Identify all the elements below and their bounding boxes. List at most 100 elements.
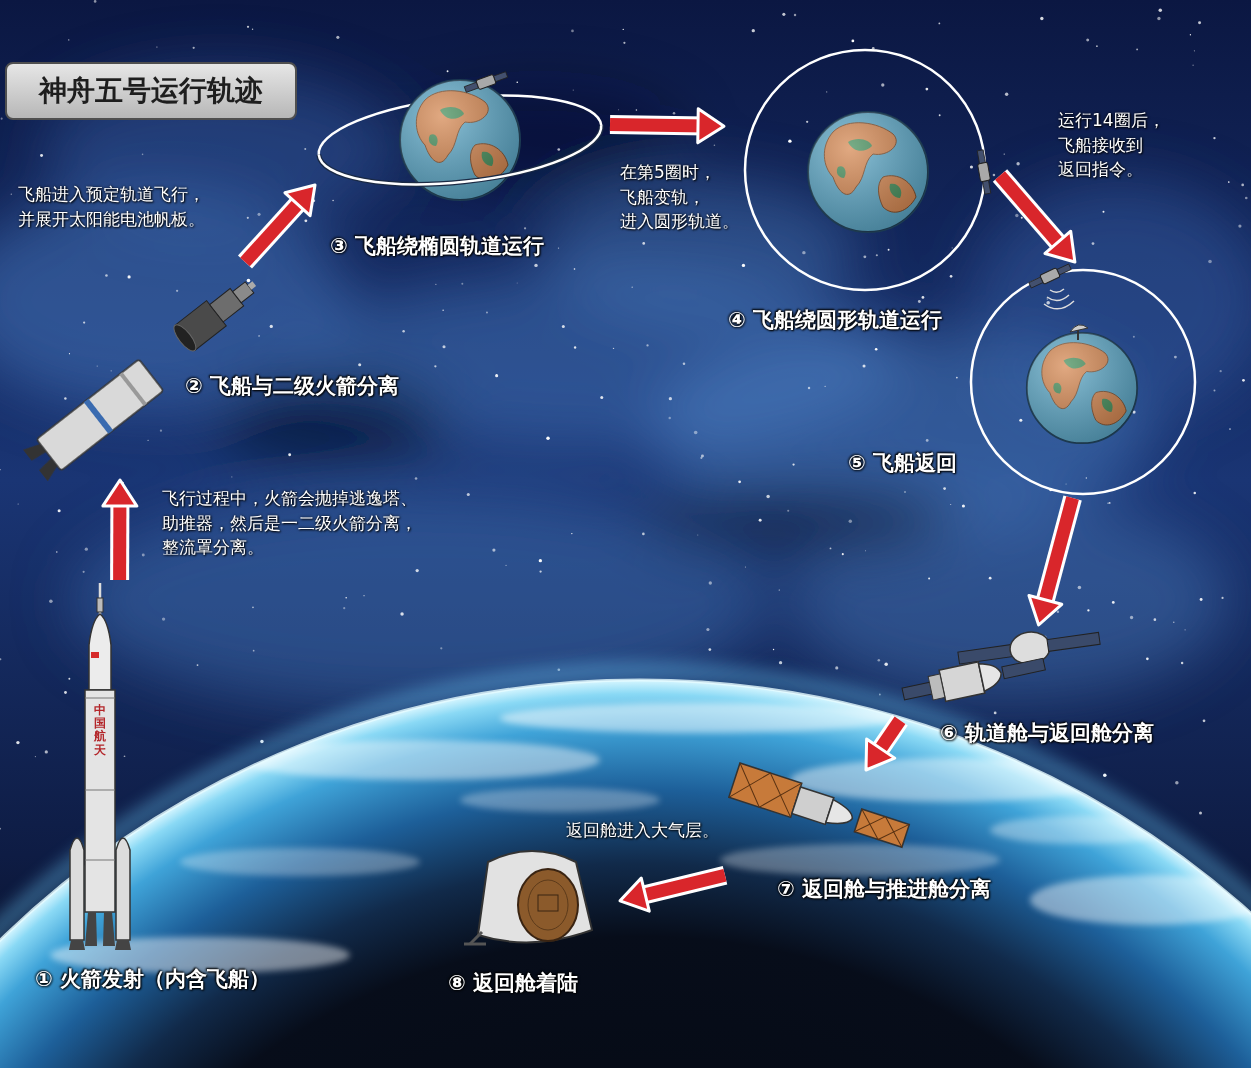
star [253, 650, 255, 652]
star [571, 533, 572, 534]
star [956, 377, 958, 379]
arrow-head [698, 109, 724, 143]
star [1221, 597, 1223, 599]
module-separation [939, 662, 985, 702]
star [1208, 260, 1212, 264]
star [1199, 811, 1202, 814]
star [83, 321, 85, 323]
star [11, 194, 12, 195]
earth-horizon [0, 671, 1251, 1068]
rocket-illustration [97, 598, 103, 612]
star [970, 165, 973, 168]
star [745, 566, 746, 567]
star [258, 213, 261, 216]
star [304, 148, 306, 150]
star [258, 335, 259, 336]
star [447, 70, 449, 72]
star [442, 345, 445, 348]
star [546, 437, 549, 440]
flow-arrow [866, 720, 900, 770]
star [782, 13, 785, 16]
return-orbit [1028, 262, 1072, 290]
return-capsule [464, 851, 592, 944]
star [792, 463, 794, 465]
star [124, 755, 126, 757]
star [1192, 65, 1193, 66]
star [0, 658, 1, 660]
star [1190, 34, 1191, 35]
star [56, 551, 58, 553]
star [1130, 616, 1133, 619]
stage-node: ⑧ 返回舱着陆 [440, 840, 620, 1000]
star [939, 114, 941, 116]
star [787, 510, 789, 512]
star [1194, 492, 1197, 495]
star [863, 255, 866, 258]
star [363, 595, 364, 596]
nebula [0, 70, 1251, 710]
star [1194, 50, 1195, 51]
star [806, 121, 808, 123]
star [247, 279, 251, 283]
star [517, 283, 518, 284]
star [1087, 609, 1089, 611]
arrow-shaft [1000, 176, 1063, 249]
star [709, 581, 712, 584]
star [35, 756, 36, 757]
star [943, 487, 946, 490]
star [495, 374, 498, 377]
star [69, 353, 70, 354]
star [1213, 389, 1215, 391]
star [1238, 224, 1241, 227]
star [1016, 162, 1019, 165]
star [632, 286, 633, 287]
circular-orbit [975, 149, 992, 194]
module-separation [928, 674, 945, 700]
star [888, 249, 890, 251]
star [557, 148, 560, 151]
star [467, 493, 470, 496]
earth-clouds [1030, 875, 1251, 925]
flow-note: 在第5圈时， 飞船变轨， 进入圆形轨道。 [620, 160, 741, 234]
star [851, 40, 854, 43]
return-capsule [478, 851, 592, 942]
star [336, 36, 339, 39]
star [1046, 301, 1050, 305]
star [415, 477, 418, 480]
star [492, 548, 495, 551]
arrow-shaft [113, 498, 126, 580]
star [876, 254, 878, 256]
flow-note: 飞行过程中，火箭会抛掉逃逸塔、 助推器，然后是一二级火箭分离， 整流罩分离。 [162, 486, 424, 560]
star [1242, 379, 1245, 382]
star [1086, 38, 1089, 41]
star [808, 387, 810, 389]
star [304, 219, 307, 222]
arrow-head [620, 878, 649, 911]
return-orbit [1077, 330, 1079, 340]
star [642, 533, 645, 536]
stage-caption: ⑥ 轨道舱与返回舱分离 [940, 720, 1154, 746]
capsule-separation [729, 763, 802, 817]
star [1103, 211, 1105, 213]
star [142, 154, 144, 156]
star [701, 455, 704, 458]
star [434, 365, 436, 367]
arrow-shaft [610, 125, 706, 126]
star [516, 81, 518, 83]
star [288, 453, 291, 456]
capsule-separation [729, 763, 911, 853]
star [148, 440, 149, 441]
star [574, 346, 576, 348]
rocket-illustration [85, 690, 115, 912]
star [83, 571, 85, 573]
star [694, 431, 698, 435]
star [766, 495, 769, 498]
circular-orbit [808, 112, 928, 232]
star [922, 296, 925, 299]
star [402, 330, 405, 333]
star [884, 663, 887, 666]
arrow-outline [1000, 176, 1063, 249]
star [1181, 662, 1183, 664]
star [573, 90, 574, 91]
star [636, 109, 638, 111]
